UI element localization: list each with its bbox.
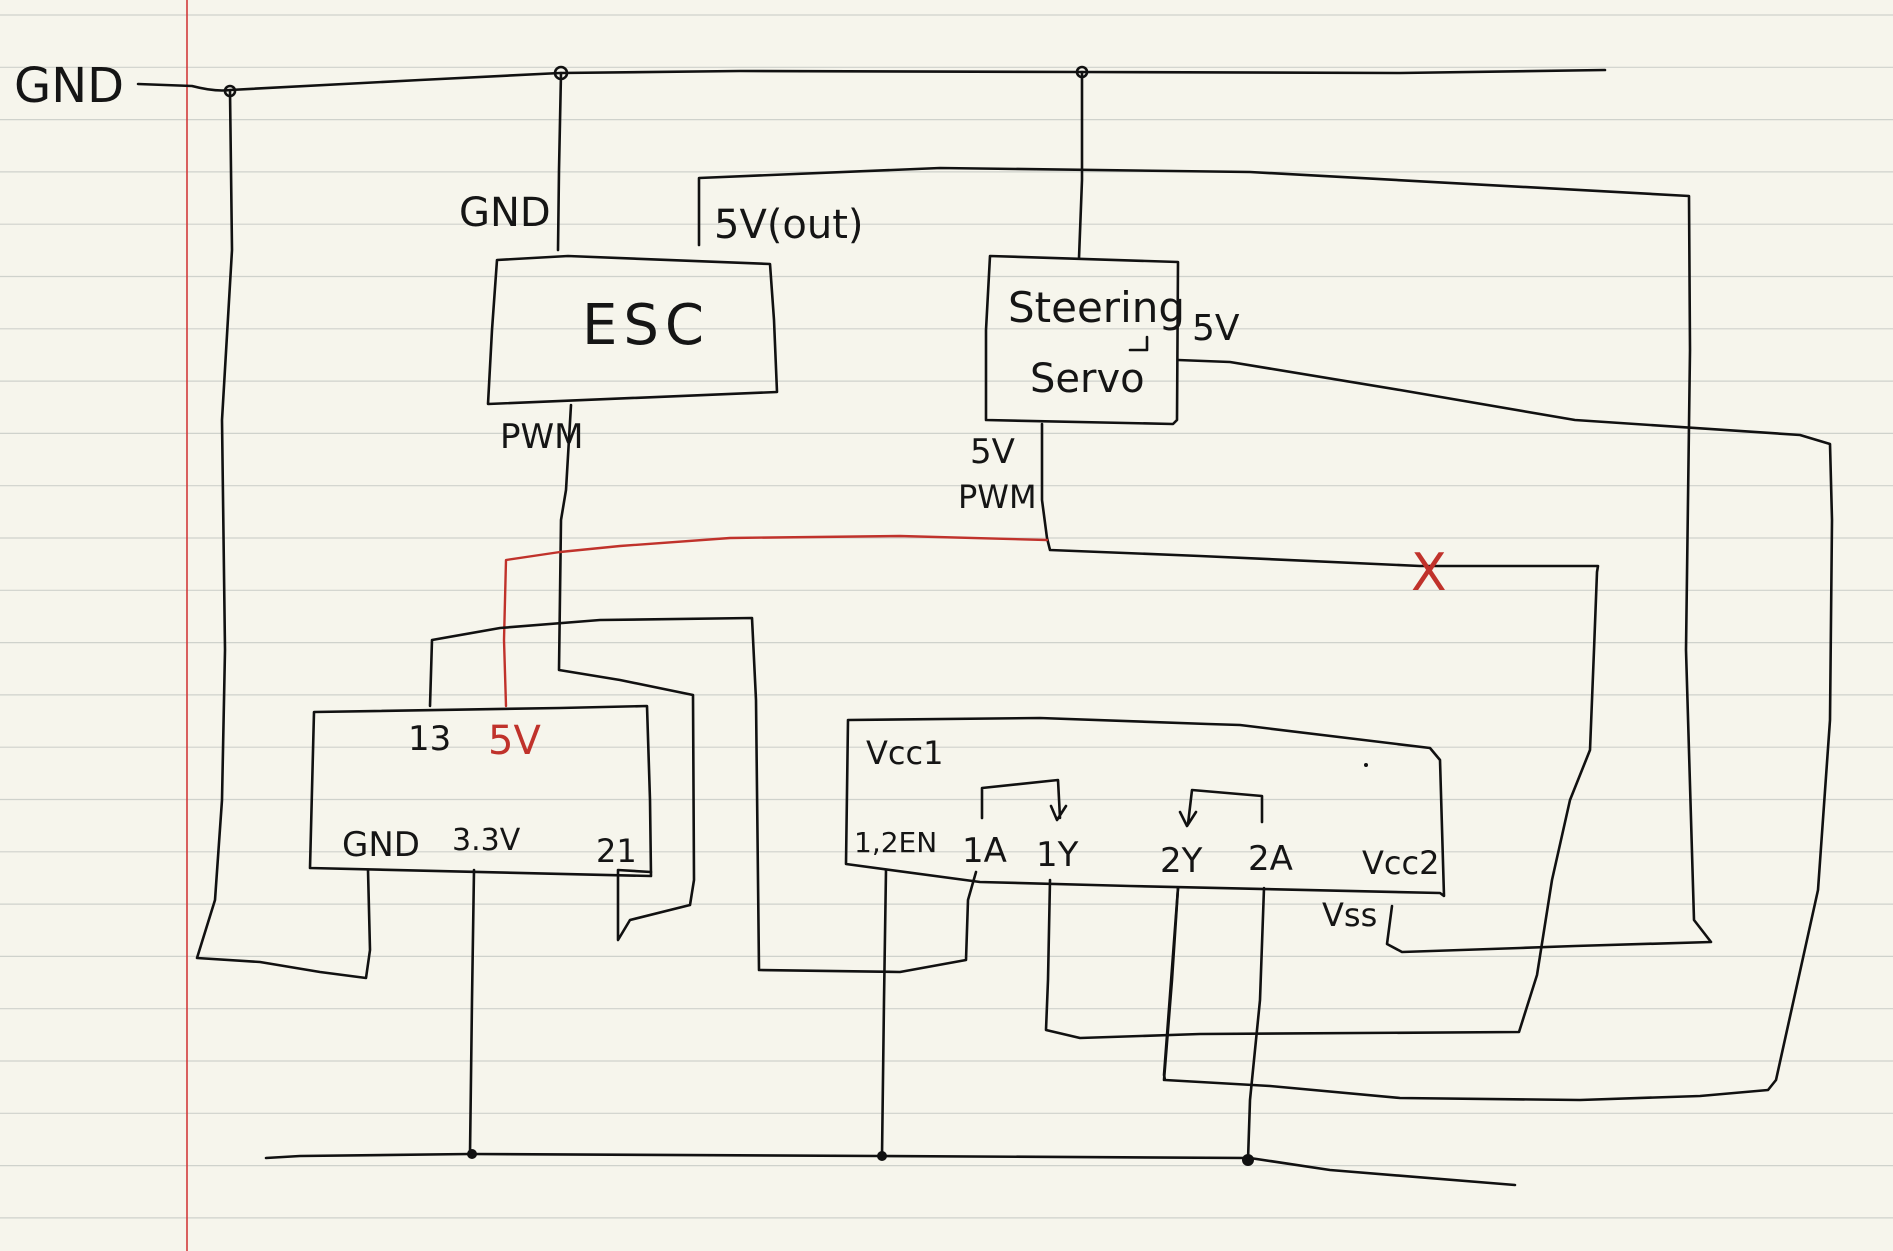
- servo-power-label: 5V: [1192, 308, 1240, 349]
- mcu-pin-5v: 5V: [488, 718, 541, 764]
- servo-gnd-wire: [1077, 70, 1084, 260]
- stray-dot: [1364, 763, 1368, 767]
- esc-title: ESC: [582, 293, 710, 358]
- servo-signal-label-pwm: PWM: [958, 478, 1037, 516]
- esc-gnd-label: GND: [459, 190, 551, 236]
- ruled-lines: [0, 14, 1893, 1219]
- driver-vss: Vss: [1322, 896, 1377, 934]
- driver-1a: 1A: [962, 831, 1007, 871]
- pin13-to-1a-wire: [428, 616, 978, 974]
- mcu-pin-gnd: GND: [342, 825, 420, 865]
- esc-box: [486, 254, 779, 406]
- mcu-box: [308, 704, 653, 878]
- mcu-pin-3v3: 3.3V: [452, 823, 521, 858]
- driver-2y: 2Y: [1160, 841, 1203, 881]
- esc-pwm-wire: [557, 403, 696, 942]
- servo-title-line1: Steering: [1008, 283, 1185, 332]
- gnd-rail: [136, 68, 1607, 92]
- 2a-to-rail-wire: [1246, 886, 1266, 1162]
- 2a-to-2y-arrow: [1178, 788, 1264, 828]
- gnd-rail-label: GND: [14, 58, 124, 114]
- servo-title-underline: [1128, 335, 1149, 352]
- mcu-3v3-wire: [468, 868, 476, 1156]
- servo-box: [984, 254, 1180, 426]
- driver-1y: 1Y: [1036, 835, 1079, 875]
- lower-rail: [264, 1152, 1517, 1187]
- mcu-gnd-wire: [195, 89, 372, 980]
- driver-box: [844, 716, 1446, 898]
- esc-gnd-wire: [556, 71, 563, 252]
- servo-signal-label-5v: 5V: [970, 432, 1015, 472]
- esc-5v-out-label: 5V(out): [714, 202, 864, 248]
- driver-vcc1: Vcc1: [866, 734, 943, 772]
- esc-5v-out-wire: [697, 166, 1713, 954]
- servo-5v-wire: [1162, 358, 1834, 1102]
- 2y-wire: [1162, 886, 1180, 1082]
- 1a-to-1y-arrow: [980, 778, 1068, 822]
- disconnect-mark: X: [1411, 543, 1447, 603]
- mcu-pin-13: 13: [408, 719, 451, 759]
- driver-vcc2: Vcc2: [1362, 844, 1439, 882]
- driver-en12: 1,2EN: [854, 826, 937, 859]
- driver-2a: 2A: [1248, 839, 1293, 879]
- mcu-pin-21: 21: [596, 832, 637, 870]
- junction-dot: [467, 1149, 477, 1159]
- servo-pwm-wire: [1040, 422, 1600, 1040]
- en12-to-rail-wire: [880, 868, 888, 1158]
- servo-title-line2: Servo: [1030, 356, 1145, 402]
